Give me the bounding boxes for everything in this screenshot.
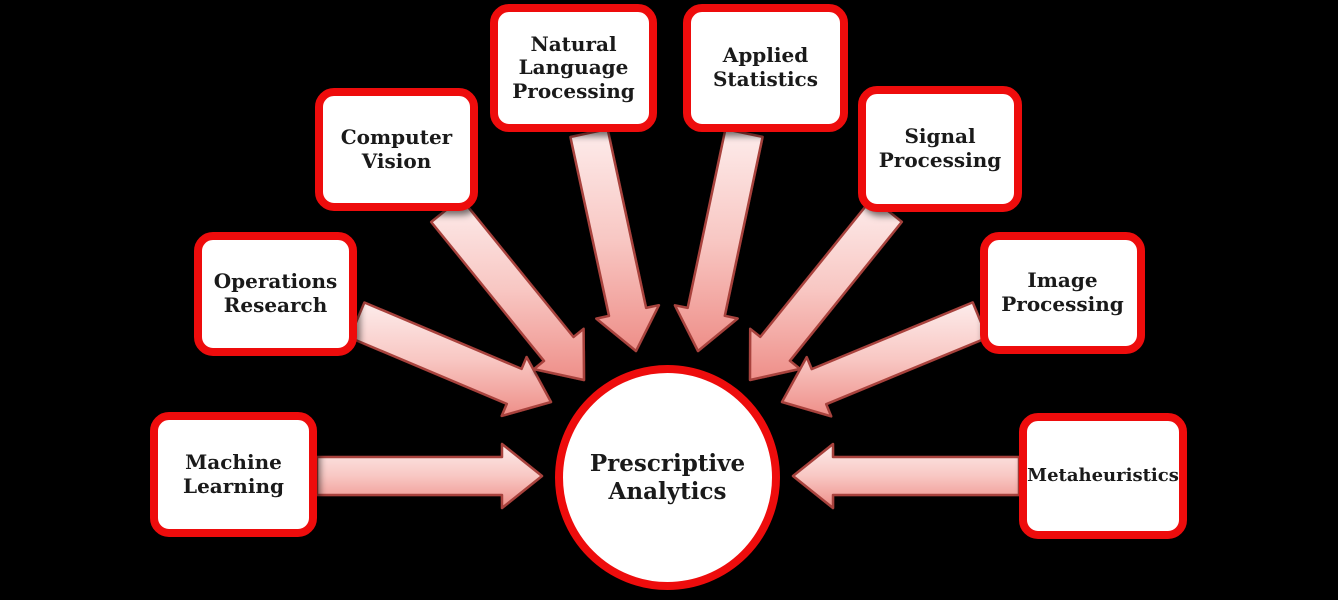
node-signal-processing: Signal Processing xyxy=(858,86,1022,212)
node-label: Computer Vision xyxy=(340,124,453,173)
arrow-applied-statistics xyxy=(673,127,764,353)
node-computer-vision: Computer Vision xyxy=(315,88,478,211)
node-label: Image Processing xyxy=(1001,268,1124,316)
arrow-signal-processing xyxy=(748,196,904,382)
node-operations-research: Operations Research xyxy=(194,232,357,356)
arrow-image-processing xyxy=(780,301,989,418)
node-label: Signal Processing xyxy=(878,124,1002,172)
node-natural-language-processing: Natural Language Processing xyxy=(490,4,657,132)
node-label: Operations Research xyxy=(213,269,338,317)
arrow-machine-learning xyxy=(315,442,544,510)
arrow-operations-research xyxy=(348,301,553,418)
node-label: Machine Learning xyxy=(183,449,284,498)
node-label: Applied Statistics xyxy=(712,43,818,91)
node-label: Natural Language Processing xyxy=(512,31,635,103)
arrow-computer-vision xyxy=(429,196,586,382)
node-metaheuristics: Metaheuristics xyxy=(1019,413,1187,539)
arrow-natural-language-processing xyxy=(569,127,661,353)
arrow-metaheuristics xyxy=(791,442,1021,510)
node-applied-statistics: Applied Statistics xyxy=(683,4,848,132)
center-label: Prescriptive Analytics xyxy=(589,449,746,505)
center-circle-prescriptive-analytics: Prescriptive Analytics xyxy=(555,365,780,590)
node-label: Metaheuristics xyxy=(1027,465,1179,487)
node-machine-learning: Machine Learning xyxy=(150,412,317,537)
node-image-processing: Image Processing xyxy=(980,232,1145,354)
